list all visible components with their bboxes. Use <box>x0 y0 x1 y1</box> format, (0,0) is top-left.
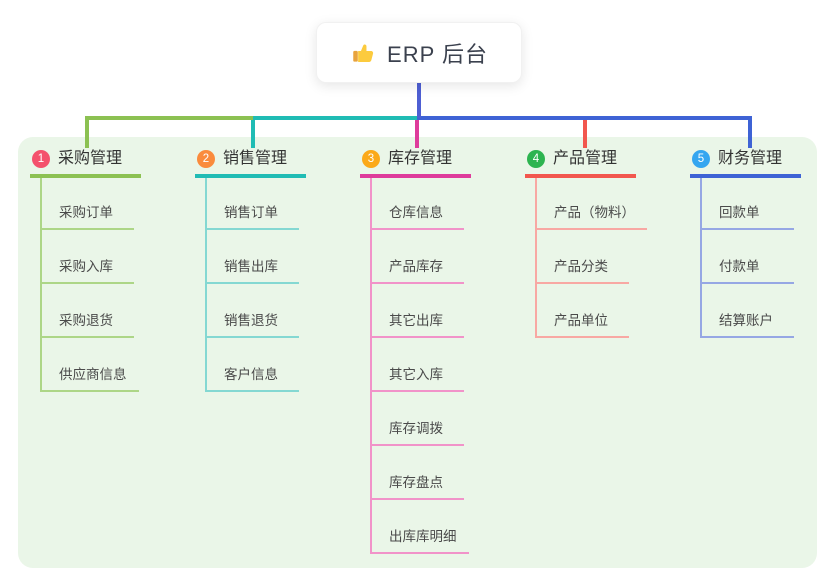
branch-title: 财务管理 <box>718 150 783 167</box>
child-node[interactable]: 销售退货 <box>207 284 299 338</box>
root-node[interactable]: ERP 后台 <box>316 22 522 83</box>
child-node[interactable]: 销售出库 <box>207 230 299 284</box>
child-label: 产品分类 <box>554 259 608 274</box>
child-node[interactable]: 回款单 <box>702 178 794 230</box>
connector-drop-1 <box>85 117 89 148</box>
child-label: 回款单 <box>719 205 760 220</box>
child-label: 销售退货 <box>224 313 278 328</box>
child-node[interactable]: 库存调拨 <box>372 392 464 446</box>
branch-children: 采购订单采购入库采购退货供应商信息 <box>40 178 141 392</box>
child-label: 客户信息 <box>224 367 278 382</box>
thumbs-up-icon <box>350 40 376 66</box>
child-label: 库存盘点 <box>389 475 443 490</box>
branch-children: 产品（物料） 产品分类产品单位 <box>535 178 647 338</box>
child-node[interactable]: 采购退货 <box>42 284 134 338</box>
child-node[interactable]: 产品库存 <box>372 230 464 284</box>
branch-number-badge: 4 <box>527 149 545 168</box>
branch-3: 3 库存管理仓库信息产品库存其它出库其它入库库存调拨库存盘点出库库明细 <box>360 148 471 554</box>
branch-4: 4 产品管理产品（物料） 产品分类产品单位 <box>525 148 647 338</box>
child-label: 其它出库 <box>389 313 443 328</box>
connector-drop-5 <box>748 117 752 148</box>
branch-title: 采购管理 <box>58 150 123 167</box>
child-node[interactable]: 仓库信息 <box>372 178 464 230</box>
child-node[interactable]: 结算账户 <box>702 284 794 338</box>
child-label: 产品单位 <box>554 313 608 328</box>
branch-number-badge: 3 <box>362 149 380 168</box>
connector-horizontal-left <box>85 116 253 120</box>
branch-title: 销售管理 <box>223 150 288 167</box>
child-node[interactable]: 其它入库 <box>372 338 464 392</box>
branch-number-badge: 2 <box>197 149 215 168</box>
child-node[interactable]: 出库库明细 <box>372 500 469 554</box>
root-title: ERP 后台 <box>387 41 488 67</box>
branch-children: 回款单付款单结算账户 <box>700 178 801 338</box>
connector-drop-4 <box>583 117 587 148</box>
child-node[interactable]: 销售订单 <box>207 178 299 230</box>
child-node[interactable]: 其它出库 <box>372 284 464 338</box>
branch-header-4[interactable]: 4 产品管理 <box>525 148 636 178</box>
child-label: 产品库存 <box>389 259 443 274</box>
child-node[interactable]: 产品单位 <box>537 284 629 338</box>
branch-header-1[interactable]: 1 采购管理 <box>30 148 141 178</box>
child-node[interactable]: 供应商信息 <box>42 338 139 392</box>
child-node[interactable]: 采购订单 <box>42 178 134 230</box>
connector-horizontal-right <box>417 116 752 120</box>
child-label: 供应商信息 <box>59 367 127 382</box>
child-label: 采购退货 <box>59 313 113 328</box>
connector-drop-2 <box>251 117 255 148</box>
child-node[interactable]: 产品（物料） <box>537 178 647 230</box>
child-label: 结算账户 <box>719 313 773 328</box>
branch-1: 1 采购管理采购订单采购入库采购退货供应商信息 <box>30 148 141 392</box>
child-node[interactable]: 库存盘点 <box>372 446 464 500</box>
child-label: 销售出库 <box>224 259 278 274</box>
branch-header-5[interactable]: 5 财务管理 <box>690 148 801 178</box>
child-label: 其它入库 <box>389 367 443 382</box>
connector-root-trunk <box>417 83 421 118</box>
branch-header-2[interactable]: 2 销售管理 <box>195 148 306 178</box>
connector-horizontal-mid <box>253 116 417 120</box>
child-label: 库存调拨 <box>389 421 443 436</box>
child-node[interactable]: 付款单 <box>702 230 794 284</box>
branch-header-3[interactable]: 3 库存管理 <box>360 148 471 178</box>
child-label: 出库库明细 <box>389 529 457 544</box>
branch-children: 销售订单销售出库销售退货客户信息 <box>205 178 306 392</box>
branch-5: 5 财务管理回款单付款单结算账户 <box>690 148 801 338</box>
branch-title: 库存管理 <box>388 150 453 167</box>
branches-panel <box>18 137 817 568</box>
branch-title: 产品管理 <box>553 150 618 167</box>
child-label: 采购订单 <box>59 205 113 220</box>
branch-number-badge: 1 <box>32 149 50 168</box>
branch-children: 仓库信息产品库存其它出库其它入库库存调拨库存盘点出库库明细 <box>370 178 471 554</box>
child-label: 采购入库 <box>59 259 113 274</box>
connector-drop-3 <box>415 118 419 148</box>
branch-2: 2 销售管理销售订单销售出库销售退货客户信息 <box>195 148 306 392</box>
child-label: 销售订单 <box>224 205 278 220</box>
child-label: 仓库信息 <box>389 205 443 220</box>
child-label: 产品（物料） <box>554 205 635 220</box>
child-label: 付款单 <box>719 259 760 274</box>
branch-number-badge: 5 <box>692 149 710 168</box>
child-node[interactable]: 产品分类 <box>537 230 629 284</box>
child-node[interactable]: 采购入库 <box>42 230 134 284</box>
child-node[interactable]: 客户信息 <box>207 338 299 392</box>
